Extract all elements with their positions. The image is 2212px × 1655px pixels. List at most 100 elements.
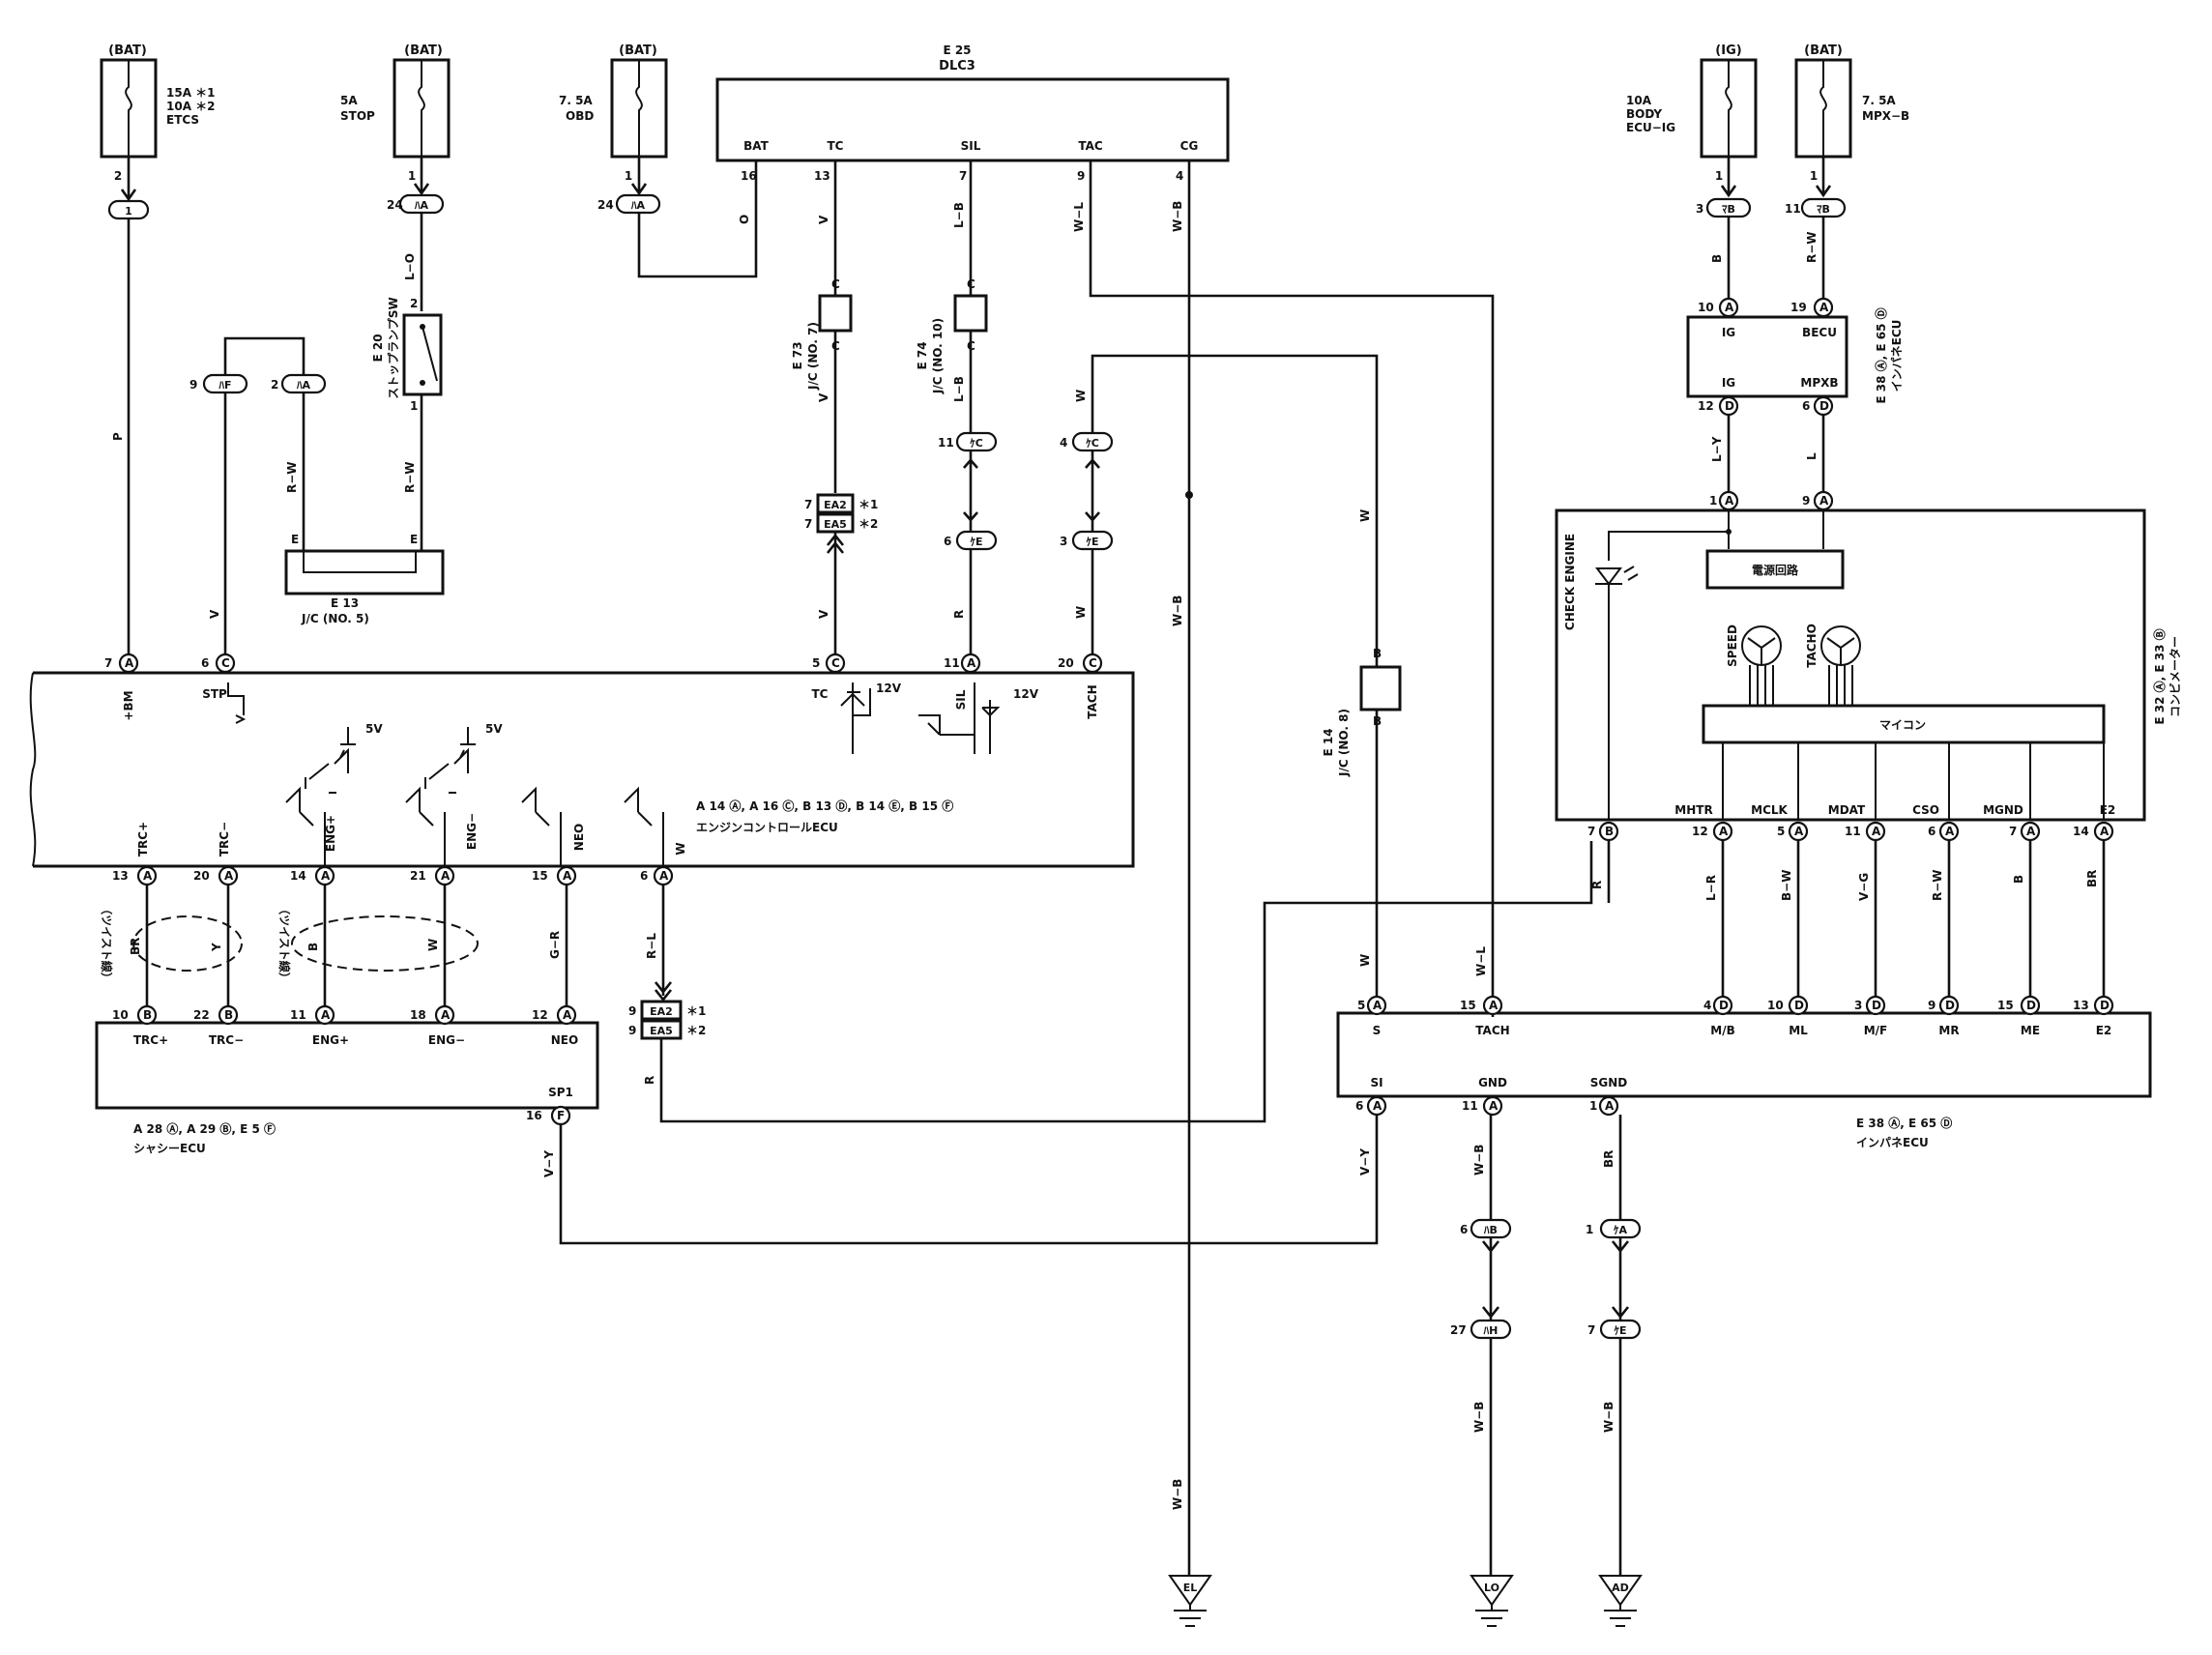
connector-label: ﾏB [1722,203,1735,216]
svg-text:A: A [2026,825,2036,838]
fuse-name: OBD [566,109,594,123]
svg-text:13: 13 [2073,999,2089,1012]
dlc3-terminal: CG [1180,139,1199,153]
svg-text:D: D [2026,999,2036,1012]
svg-text:A: A [1945,825,1955,838]
terminal-label: TC [812,687,829,701]
wire-color-labels: P V L−O R−W R−W O V V V L−B L−B R W−L W−… [111,201,2099,1510]
dlc3-terminal: BAT [743,139,770,153]
svg-text:5: 5 [1357,999,1365,1012]
svg-text:7: 7 [1587,1323,1595,1337]
wire-color: BR [1602,1150,1615,1168]
stop-lamp-switch: E 20 ストップランプSW [371,297,443,399]
fuse-rating: 7. 5A [1862,94,1896,107]
fuse-supply: (BAT) [1804,44,1843,58]
svg-text:9: 9 [1928,999,1936,1012]
component-name: シャシーECU [133,1142,206,1155]
connector-label: EA5 [650,1025,673,1037]
terminal-label: NEO [572,824,586,851]
component-ref: E 13 [331,596,359,610]
wire-color: V−Y [542,1150,556,1177]
fuse-supply: (BAT) [404,44,443,58]
terminal-label: STP [202,687,227,701]
svg-text:D: D [1794,999,1804,1012]
wire-color: B−W [1780,870,1793,901]
svg-text:9: 9 [189,378,197,392]
terminal-label: MHTR [1674,803,1712,817]
terminal-label: IG [1722,326,1735,339]
svg-text:A: A [563,869,572,883]
svg-text:7: 7 [1587,825,1595,838]
wire-color: W [426,939,440,951]
terminal-label: MPXB [1800,376,1838,390]
wire-color: L−O [403,253,417,280]
svg-text:11: 11 [1462,1099,1478,1113]
pin-number: 4 [1176,169,1183,183]
svg-text:D: D [1872,999,1881,1012]
wire-color: B [2012,875,2025,884]
component-ref: E 20 [371,334,385,362]
wire-color: W−B [1472,1145,1486,1176]
svg-text:A: A [125,656,134,670]
terminal-label: CSO [1912,803,1939,817]
component-ref: E 73 [791,341,804,369]
wire-color: V [817,215,830,224]
svg-text:A: A [441,1008,451,1022]
svg-text:A: A [1725,494,1734,508]
connector-label: ｹC [970,437,983,450]
svg-text:15: 15 [532,869,548,883]
svg-text:C: C [1089,656,1097,670]
svg-text:1: 1 [1810,169,1818,183]
svg-text:10: 10 [1767,999,1784,1012]
svg-text:11: 11 [938,436,954,450]
terminal-label: TRC− [209,1033,244,1047]
wire-color: BR [129,938,142,955]
svg-text:12: 12 [1692,825,1708,838]
svg-text:A: A [563,1008,572,1022]
jc10-block: E 74 J/C (NO. 10) [916,294,988,394]
component-ref: E 25 [943,44,971,57]
fuse-supply: (BAT) [619,44,657,58]
svg-text:6: 6 [944,535,951,548]
jc8-block: E 14 J/C (NO. 8) [1322,665,1402,777]
svg-text:C: C [221,656,230,670]
terminal-label: ENG+ [324,815,337,852]
connector-label: ﾏB [1817,203,1830,216]
svg-text:10: 10 [1698,301,1714,314]
wire-color: W−B [1472,1402,1486,1433]
svg-text:D: D [1945,999,1955,1012]
wire-color: L−Y [1710,436,1724,462]
terminal-label: +BM [122,690,135,720]
svg-text:B: B [143,1008,152,1022]
wire-color: R−W [1805,231,1819,263]
svg-text:1: 1 [1715,169,1723,183]
wire-color: L−B [952,202,966,228]
svg-text:7: 7 [104,656,112,670]
terminal-label: ME [2021,1024,2040,1037]
svg-text:1: 1 [410,399,418,413]
svg-text:A: A [143,869,153,883]
terminal-label: E2 [2096,1024,2112,1037]
svg-text:6: 6 [201,656,209,670]
svg-text:7: 7 [804,498,812,511]
svg-text:A: A [1725,301,1734,314]
svg-text:9: 9 [1802,494,1810,508]
wire-color: L−R [1704,875,1718,901]
chassis-ecu: TRC+ TRC− ENG+ ENG− NEO SP1 A 28 Ⓐ, A 29… [95,1021,599,1155]
svg-text:14: 14 [290,869,306,883]
micom-label: マイコン [1879,718,1926,732]
fuse-rating: 15A ＊1 [166,86,216,100]
ground-lo: LO [1470,1575,1514,1627]
svg-text:3: 3 [1060,535,1067,548]
svg-text:11: 11 [944,656,960,670]
connector-label: ﾊH [1483,1324,1499,1337]
terminal-label: MR [1938,1024,1959,1037]
wire-color: V [817,609,830,619]
wire-color: W [1074,606,1088,619]
terminal-label: E2 [2100,803,2116,817]
svg-text:3: 3 [1854,999,1862,1012]
dlc3-terminal: SIL [961,139,981,153]
component-name: J/C (NO. 7) [806,322,820,391]
component-ref: E 14 [1322,728,1335,756]
terminal-label: TACH [1086,684,1099,718]
